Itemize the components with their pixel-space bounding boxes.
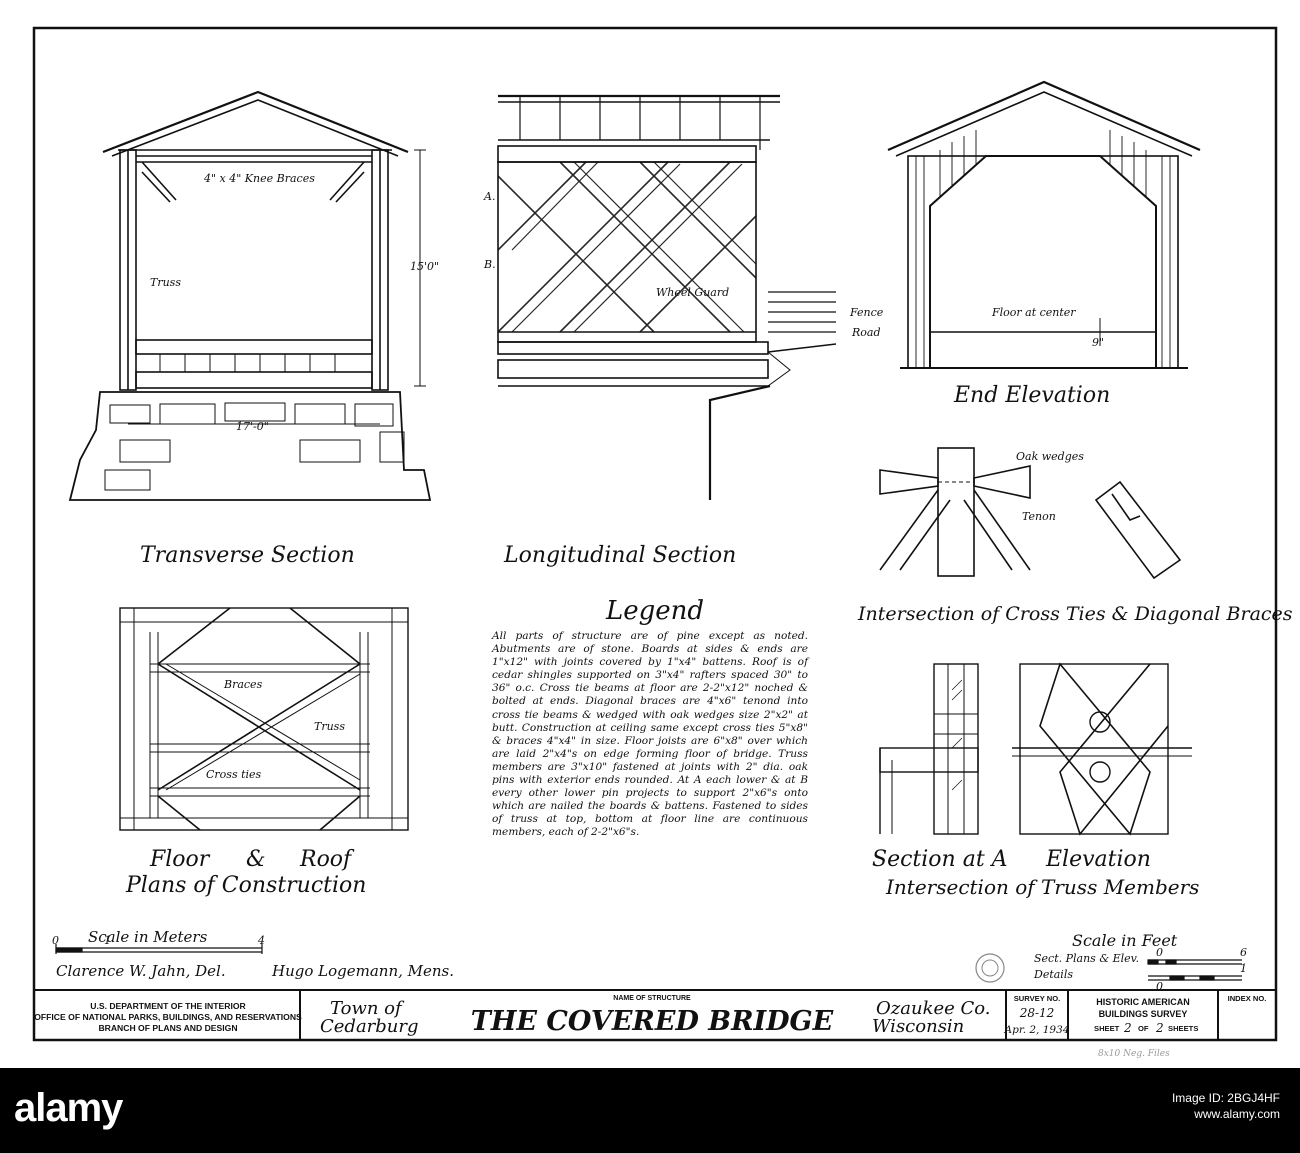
floor-at-center-label: Floor at center [991, 306, 1076, 319]
transverse-section-title: Transverse Section [140, 543, 355, 568]
knee-braces-label: 4" x 4" Knee Braces [203, 172, 315, 185]
library-stamp-icon [975, 953, 1005, 983]
scale-feet-bot-0: 0 [1156, 980, 1163, 993]
plans-braces-label: Braces [223, 678, 263, 691]
transverse-height-dim: 15'0" [410, 260, 439, 273]
town-line2: Cedarburg [320, 1016, 419, 1037]
plans-title-floor: Floor [149, 847, 211, 872]
habs-line2: BUILDINGS SURVEY [1099, 1009, 1188, 1019]
mark-b-label: B. [483, 258, 496, 271]
transverse-section-drawing [68, 90, 432, 501]
survey-no-label: SURVEY NO. [1014, 994, 1061, 1003]
scale-feet-label: Scale in Feet [1072, 931, 1178, 950]
oak-wedges-label: Oak wedges [1016, 450, 1084, 463]
legend-title: Legend [605, 596, 705, 626]
library-stamp-inner [981, 959, 999, 977]
scale-feet-top-end: 6 [1240, 946, 1247, 959]
plans-drawing [119, 607, 409, 831]
measurer-credit: Hugo Logemann, Mens. [271, 962, 454, 980]
road-label: Road [851, 326, 881, 339]
cross-ties-detail-drawing [879, 447, 1182, 580]
survey-no: 28-12 [1019, 1006, 1055, 1020]
sheet-prefix: SHEET [1094, 1024, 1120, 1033]
county-line1: Ozaukee Co. [876, 998, 991, 1019]
longitudinal-section-drawing [497, 94, 837, 500]
scale-meters-end: 4 [257, 934, 265, 947]
scale-meters-start: 0 [52, 934, 59, 947]
town-line1: Town of [330, 998, 405, 1019]
watermark-image-id: Image ID: 2BGJ4HF [1171, 1091, 1280, 1105]
sheet-no: 2 [1123, 1021, 1132, 1035]
watermark-info: Image ID: 2BGJ4HF www.alamy.com [960, 1090, 1280, 1122]
agency-line1: U.S. DEPARTMENT OF THE INTERIOR [90, 1001, 246, 1011]
truss-label: Truss [150, 276, 181, 289]
mark-a-label: A. [483, 190, 495, 203]
scale-feet-sub2: Details [1033, 968, 1073, 981]
plans-cross-ties-label: Cross ties [206, 768, 262, 781]
sheet-suffix: SHEETS [1168, 1024, 1198, 1033]
truss-members-drawing [879, 662, 1192, 836]
plans-title-amp: & [246, 847, 266, 872]
structure-name-label: NAME OF STRUCTURE [613, 995, 691, 1002]
watermark-brand: alamy [14, 1086, 123, 1130]
agency-line2: OFFICE OF NATIONAL PARKS, BUILDINGS, AND… [34, 1012, 302, 1022]
sheet-of: OF [1138, 1024, 1149, 1033]
sheet-total: 2 [1155, 1021, 1164, 1035]
transverse-width-dim: 17'-0" [236, 420, 269, 433]
scale-feet-bot-end: 1 [1240, 962, 1247, 975]
plans-truss-label: Truss [314, 720, 345, 733]
structure-name: THE COVERED BRIDGE [471, 1006, 834, 1037]
watermark-banner [0, 1068, 1300, 1153]
scale-meters-label: Scale in Meters [88, 928, 208, 946]
index-no-label: INDEX NO. [1228, 994, 1267, 1003]
tenon-label: Tenon [1022, 510, 1056, 523]
wheel-guard-label: Wheel Guard [656, 286, 729, 299]
scale-feet-bars [1147, 959, 1242, 981]
cross-ties-detail-title: Intersection of Cross Ties & Diagonal Br… [857, 603, 1293, 625]
scale-meters-bar [55, 944, 263, 954]
scale-feet-top-0: 0 [1156, 946, 1163, 959]
watermark-site: www.alamy.com [1194, 1107, 1280, 1121]
section-at-a-label: Section at A [872, 847, 1008, 872]
longitudinal-section-title: Longitudinal Section [503, 543, 736, 568]
end-elevation-title: End Elevation [953, 383, 1110, 408]
survey-date: Apr. 2, 1934 [1004, 1024, 1070, 1036]
truss-members-title: Intersection of Truss Members [885, 875, 1199, 899]
sheet-border [32, 26, 1278, 1042]
truss-elevation-label: Elevation [1045, 847, 1151, 872]
scale-feet-sub1: Sect. Plans & Elev. [1034, 952, 1139, 965]
delineator-credit: Clarence W. Jahn, Del. [56, 962, 226, 980]
county-line2: Wisconsin [872, 1016, 964, 1037]
habs-line1: HISTORIC AMERICAN [1096, 997, 1190, 1007]
plans-title-roof: Roof [299, 847, 355, 872]
drawing-canvas: 4" x 4" Knee Braces Truss 15'0" 17'-0" T… [32, 26, 1293, 1059]
file-stamp-note: 8x10 Neg. Files [1098, 1049, 1170, 1059]
floor-dim-label: 9" [1092, 336, 1104, 349]
fence-label: Fence [849, 306, 884, 319]
legend-body: All parts of structure are of pine excep… [492, 630, 808, 839]
agency-line3: BRANCH OF PLANS AND DESIGN [98, 1023, 237, 1033]
title-block-frame [34, 989, 1276, 1040]
scale-meters-mid: 1 [104, 934, 111, 947]
plans-title-line2: Plans of Construction [125, 873, 366, 898]
end-elevation-drawing [887, 80, 1201, 369]
